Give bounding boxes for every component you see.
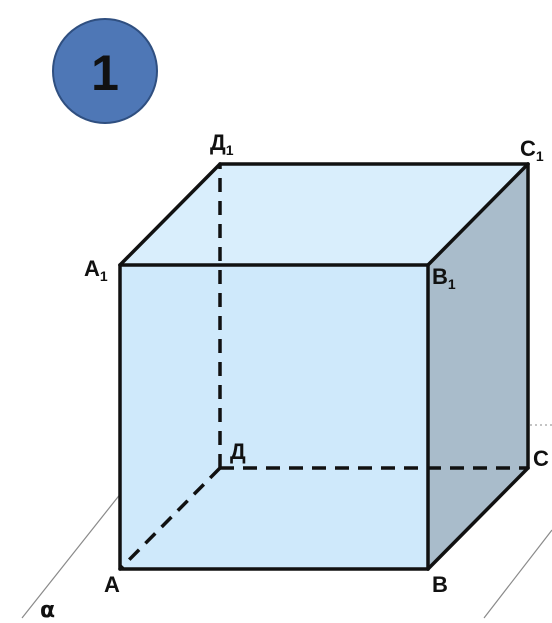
vertex-label-D: Д bbox=[230, 439, 246, 464]
badge-circle bbox=[52, 18, 158, 124]
vertex-labels: A B C Д A1 B1 C1 Д1 bbox=[84, 130, 549, 597]
number-badge: 1 bbox=[52, 18, 158, 124]
vertex-label-C1: C1 bbox=[520, 136, 544, 164]
edge-B1-C1 bbox=[426, 162, 530, 267]
top-face bbox=[120, 164, 528, 265]
vertex-label-B: B bbox=[432, 572, 448, 597]
vertex-label-D1: Д1 bbox=[210, 130, 234, 158]
vertex-label-A: A bbox=[104, 572, 120, 597]
edge-D-A bbox=[118, 466, 222, 571]
badge-number: 1 bbox=[91, 45, 119, 101]
vertex-label-A1: A1 bbox=[84, 256, 108, 284]
hidden-edges bbox=[118, 164, 528, 571]
visible-edges bbox=[118, 162, 530, 571]
vertex-label-C: C bbox=[533, 446, 549, 471]
plane-label: α bbox=[40, 598, 55, 623]
vertex-label-B1: B1 bbox=[432, 264, 456, 292]
edge-B-C bbox=[426, 466, 530, 571]
plane-right-edge bbox=[483, 529, 552, 619]
edge-A1-D1 bbox=[118, 162, 222, 267]
